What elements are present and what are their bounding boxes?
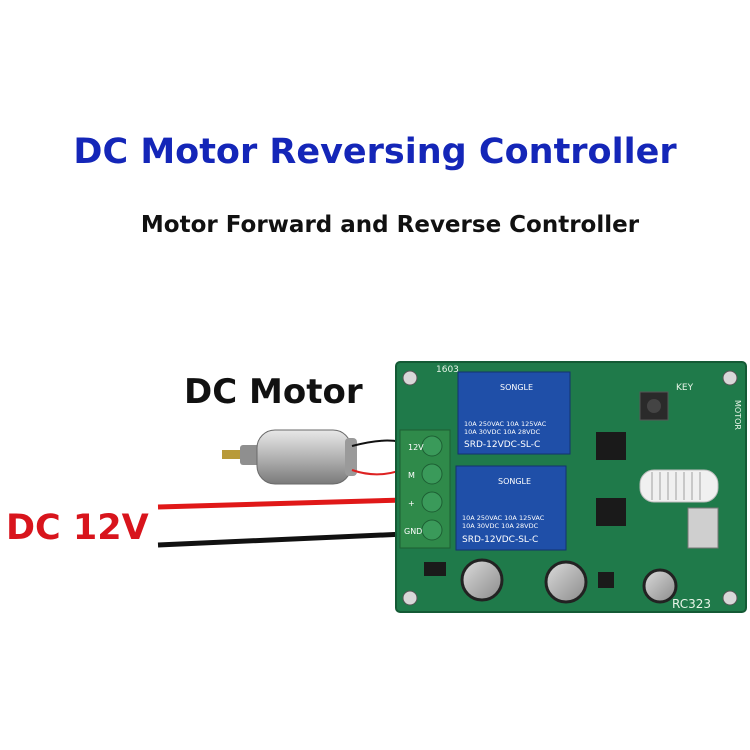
terminal-label-plus: + xyxy=(408,499,415,508)
page-title: DC Motor Reversing Controller xyxy=(73,132,677,172)
terminal-label-m: M xyxy=(408,471,415,480)
capacitors xyxy=(460,558,678,604)
dc-motor-image xyxy=(222,429,411,485)
key-label: KEY xyxy=(676,383,694,393)
red-wire xyxy=(157,497,406,510)
power-wires xyxy=(157,497,406,548)
relay-1-rating-2: 10A 30VDC 10A 28VDC xyxy=(464,428,541,436)
relay-2-brand: SONGLE xyxy=(498,477,531,486)
board-model-bottom: RC323 xyxy=(672,597,711,611)
page-subtitle: Motor Forward and Reverse Controller xyxy=(140,212,640,238)
relay-1-rating-1: 10A 250VAC 10A 125VAC xyxy=(464,420,547,428)
black-wire xyxy=(157,531,406,548)
terminal-screws xyxy=(421,435,443,541)
controller-board: 1603 RC323 12V M + GND SONGLE 10A 250VAC… xyxy=(395,361,747,613)
relay-2: SONGLE 10A 250VAC 10A 125VAC 10A 30VDC 1… xyxy=(455,465,567,551)
relay-2-rating-1: 10A 250VAC 10A 125VAC xyxy=(462,514,545,522)
motor-label-text: DC Motor xyxy=(184,372,363,412)
relay-2-model: SRD-12VDC-SL-C xyxy=(462,535,538,545)
relay-1: SONGLE 10A 250VAC 10A 125VAC 10A 30VDC 1… xyxy=(457,371,571,455)
relay-1-brand: SONGLE xyxy=(500,383,533,392)
board-model-top: 1603 xyxy=(436,365,459,375)
relay-1-model: SRD-12VDC-SL-C xyxy=(464,440,540,450)
motor-label: MOTOR xyxy=(733,400,742,430)
antenna-coil xyxy=(639,469,719,503)
terminal-label-gnd: GND xyxy=(404,527,422,536)
relay-2-rating-2: 10A 30VDC 10A 28VDC xyxy=(462,522,539,530)
power-label-text: DC 12V xyxy=(6,508,149,548)
terminal-label-12v: 12V xyxy=(408,443,424,452)
